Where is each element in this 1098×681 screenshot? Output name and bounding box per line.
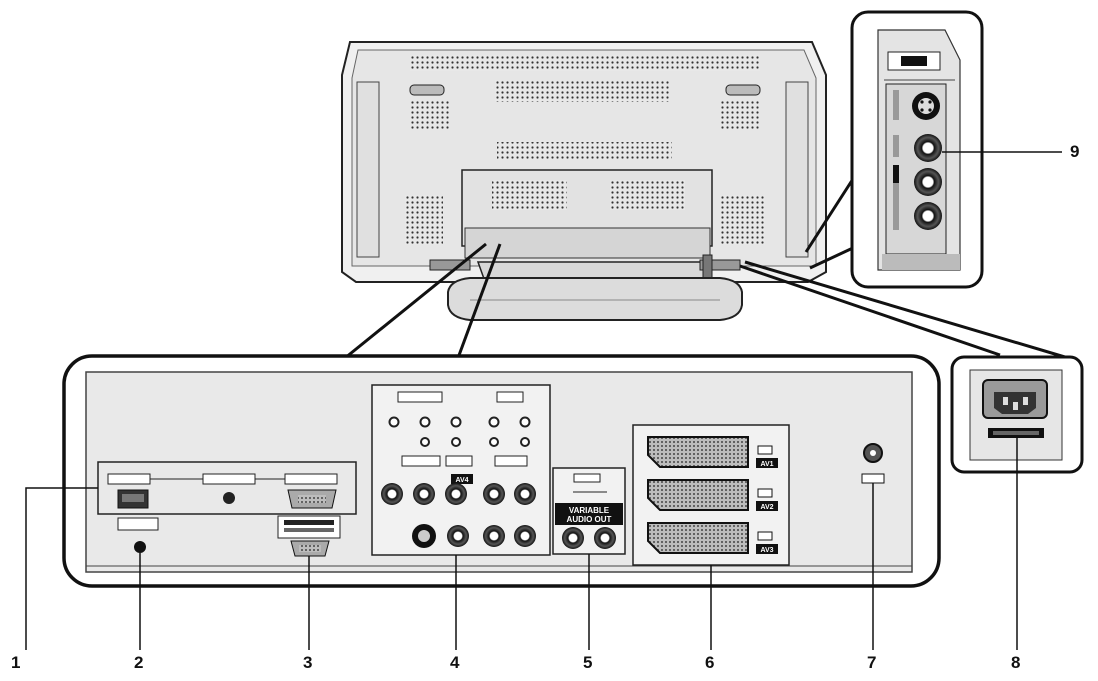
side-av-panel	[850, 10, 984, 289]
callout-9: 9	[1070, 142, 1080, 161]
power-panel	[950, 355, 1084, 474]
callout-5: 5	[583, 653, 593, 672]
callout-4: 4	[450, 653, 460, 672]
callout-1: 1	[11, 653, 21, 672]
av3-label: AV3	[760, 547, 773, 554]
main-connection-panel: AV4 VARIABLE AUDIO OUT AV1 AV2 AV3	[62, 354, 941, 588]
callout-8: 8	[1011, 653, 1021, 672]
tv-back	[341, 41, 827, 321]
variable-audio-out-label-line1: VARIABLE	[569, 506, 610, 515]
av4-label: AV4	[455, 477, 468, 484]
variable-audio-out-label-line2: AUDIO OUT	[567, 515, 612, 524]
av2-label: AV2	[760, 504, 773, 511]
callout-6: 6	[705, 653, 715, 672]
callout-2: 2	[134, 653, 144, 672]
callout-leaders	[25, 151, 1062, 650]
av1-label: AV1	[760, 461, 773, 468]
callout-3: 3	[303, 653, 313, 672]
callout-7: 7	[867, 653, 877, 672]
